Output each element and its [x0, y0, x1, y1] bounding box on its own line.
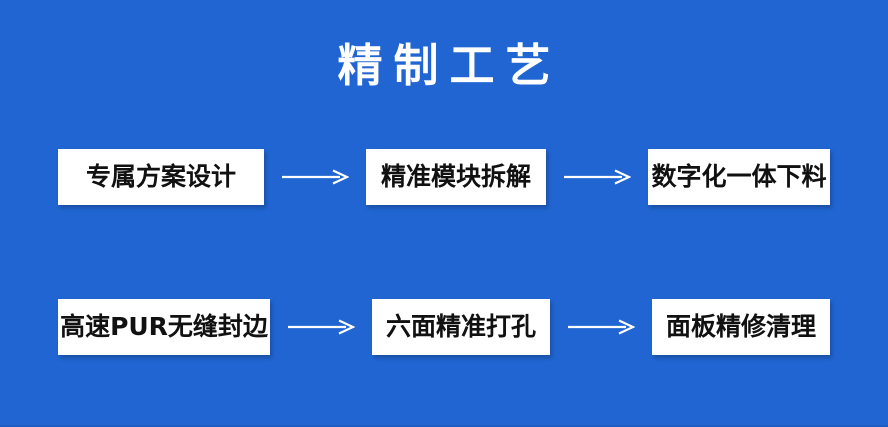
arrow-right-icon — [568, 319, 635, 335]
flow-step-box[interactable]: 高速PUR无缝封边 — [58, 299, 270, 355]
flow-row-2: 高速PUR无缝封边 六面精准打孔 面板精修清理 — [0, 299, 888, 355]
flow-step-box[interactable]: 数字化一体下料 — [648, 149, 830, 205]
flow-step-label: 专属方案设计 — [85, 162, 236, 191]
flow-step-box[interactable]: 面板精修清理 — [652, 299, 830, 355]
arrow-right-icon — [282, 169, 349, 185]
arrow-right-icon — [288, 319, 355, 335]
flow-step-label: 高速PUR无缝封边 — [60, 312, 268, 341]
flow-step-box[interactable]: 专属方案设计 — [58, 149, 264, 205]
arrow-right-icon — [564, 169, 631, 185]
flow-step-box[interactable]: 六面精准打孔 — [372, 299, 550, 355]
flow-step-label: 精准模块拆解 — [381, 162, 532, 191]
flow-step-label: 数字化一体下料 — [651, 162, 827, 191]
page-title: 精制工艺 — [337, 39, 562, 92]
flow-step-label: 六面精准打孔 — [386, 312, 537, 341]
flow-step-label: 面板精修清理 — [666, 312, 817, 341]
bottom-edge-divider — [0, 425, 888, 427]
flow-row-1: 专属方案设计 精准模块拆解 数字化一体下料 — [0, 149, 888, 205]
flow-step-box[interactable]: 精准模块拆解 — [366, 149, 546, 205]
